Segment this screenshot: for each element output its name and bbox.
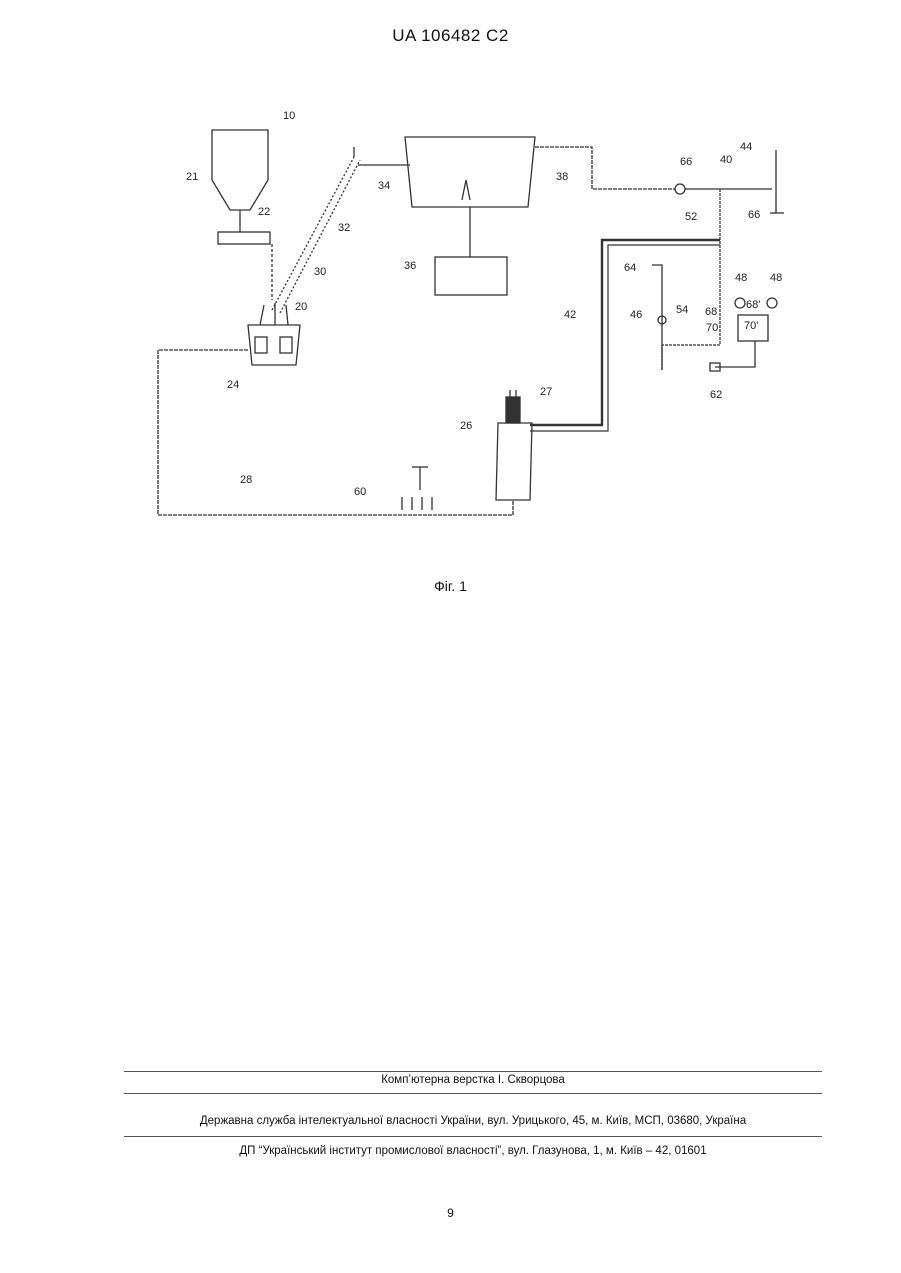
label-54: 54 bbox=[676, 304, 688, 316]
label-68: 68 bbox=[705, 306, 717, 318]
label-46: 46 bbox=[630, 309, 642, 321]
label-34: 34 bbox=[378, 180, 390, 192]
office-address: Державна служба інтелектуальної власност… bbox=[124, 1115, 822, 1127]
feeder bbox=[218, 232, 270, 244]
label-22: 22 bbox=[258, 206, 270, 218]
label-44: 44 bbox=[740, 141, 752, 153]
page-number: 9 bbox=[0, 1206, 901, 1220]
control-box bbox=[435, 257, 507, 295]
label-27: 27 bbox=[540, 386, 552, 398]
label-68p: 68' bbox=[746, 299, 760, 311]
label-70p: 70' bbox=[744, 320, 758, 332]
label-52: 52 bbox=[685, 211, 697, 223]
label-26: 26 bbox=[460, 420, 472, 432]
label-38: 38 bbox=[556, 171, 568, 183]
label-48a: 48 bbox=[735, 272, 747, 284]
figure-caption: Фіг. 1 bbox=[0, 578, 901, 594]
label-28: 28 bbox=[240, 474, 252, 486]
label-70: 70 bbox=[706, 322, 718, 334]
label-66b: 66 bbox=[748, 209, 760, 221]
label-48b: 48 bbox=[770, 272, 782, 284]
label-60: 60 bbox=[354, 486, 366, 498]
institute-address: ДП “Український інститут промислової вла… bbox=[124, 1145, 822, 1157]
label-10: 10 bbox=[283, 110, 295, 122]
conveyor bbox=[272, 157, 360, 313]
label-21: 21 bbox=[186, 171, 198, 183]
label-32: 32 bbox=[338, 222, 350, 234]
divider bbox=[124, 1093, 822, 1094]
process-diagram: 10 21 22 24 20 30 32 34 36 38 66 40 44 5… bbox=[140, 105, 800, 545]
label-62: 62 bbox=[710, 389, 722, 401]
label-20: 20 bbox=[295, 301, 307, 313]
document-id-header: UA 106482 C2 bbox=[0, 26, 901, 46]
divider bbox=[124, 1136, 822, 1137]
label-42: 42 bbox=[564, 309, 576, 321]
label-36: 36 bbox=[404, 260, 416, 272]
patent-figure: 10 21 22 24 20 30 32 34 36 38 66 40 44 5… bbox=[140, 105, 800, 545]
label-40: 40 bbox=[720, 154, 732, 166]
kiln bbox=[405, 137, 535, 207]
divider bbox=[124, 1071, 822, 1072]
composer-credit: Комп’ютерна верстка І. Скворцова bbox=[124, 1074, 822, 1086]
label-30: 30 bbox=[314, 266, 326, 278]
label-24: 24 bbox=[227, 379, 239, 391]
hopper bbox=[212, 130, 268, 210]
label-66a: 66 bbox=[680, 156, 692, 168]
label-64: 64 bbox=[624, 262, 636, 274]
reactor bbox=[496, 423, 532, 500]
